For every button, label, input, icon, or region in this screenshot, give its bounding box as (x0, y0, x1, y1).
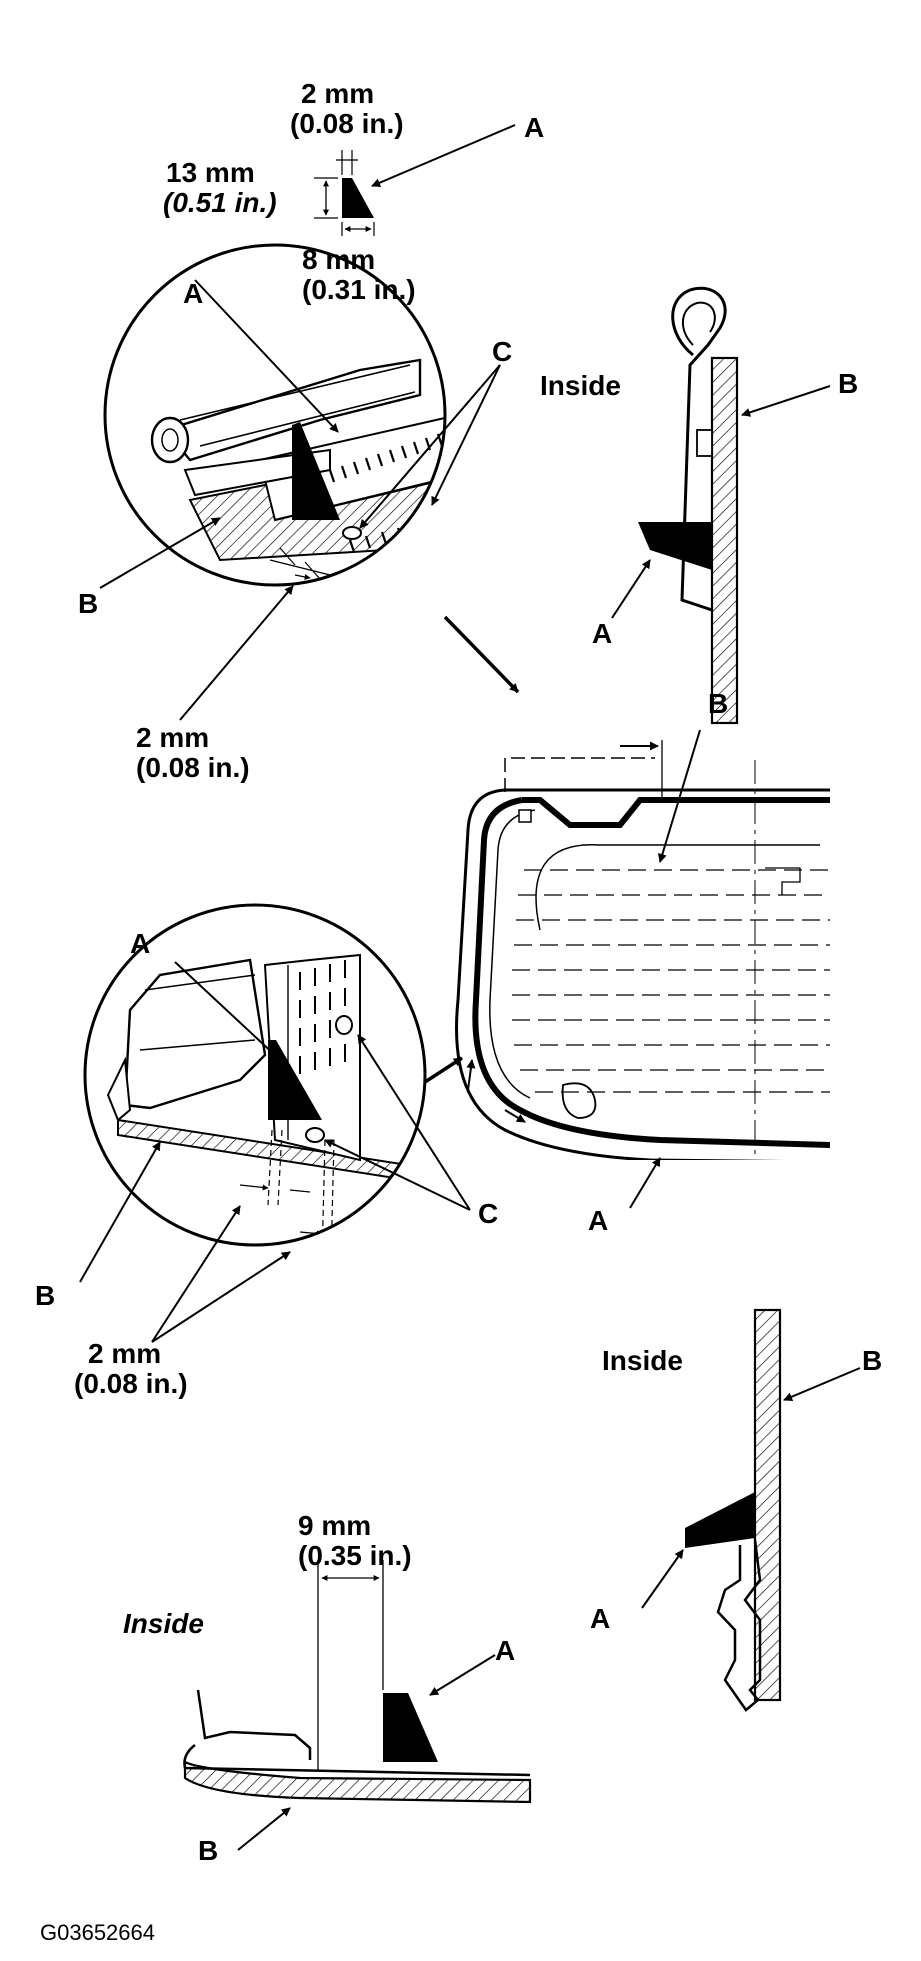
bottom-callout-b: B (198, 1835, 219, 1866)
base-width-inch-label: (0.31 in.) (302, 274, 416, 305)
glass-callout-a: A (588, 1205, 609, 1236)
lower-right-section (641, 1308, 861, 1712)
lower-right-inside-label: Inside (602, 1345, 683, 1376)
figure-code: G03652664 (40, 1920, 155, 1945)
bottom-callout-a: A (495, 1635, 516, 1666)
glass-callouts (466, 729, 701, 1209)
bead-profile (314, 124, 516, 236)
lower-gap-inch-label: (0.08 in.) (74, 1368, 188, 1399)
upper-detail-callout-c: C (492, 336, 513, 367)
upper-section-callout-b: B (838, 368, 859, 399)
upper-detail-circle (99, 243, 520, 721)
lower-gap-label: 2 mm (88, 1338, 162, 1369)
base-width-label: 8 mm (302, 244, 376, 275)
top-width-label: 2 mm (301, 78, 375, 109)
height-inch-label: (0.51 in.) (163, 187, 277, 218)
lower-detail-circle (79, 903, 471, 1343)
upper-section (611, 286, 831, 725)
profile-callout-a: A (524, 112, 545, 143)
lower-detail-callout-a: A (130, 928, 151, 959)
upper-section-callout-a: A (592, 618, 613, 649)
upper-gap-inch-label: (0.08 in.) (136, 752, 250, 783)
upper-section-inside-label: Inside (540, 370, 621, 401)
upper-detail-callout-b: B (78, 588, 99, 619)
bottom-section (183, 1560, 532, 1851)
lower-detail-callout-c: C (478, 1198, 499, 1229)
glass-callout-b: B (708, 688, 729, 719)
bottom-offset-inch-label: (0.35 in.) (298, 1540, 412, 1571)
lower-right-callout-a: A (590, 1603, 611, 1634)
top-width-inch-label: (0.08 in.) (290, 108, 404, 139)
rear-glass (455, 760, 830, 1160)
height-label: 13 mm (166, 157, 255, 188)
bottom-offset-label: 9 mm (298, 1510, 372, 1541)
upper-detail-callout-a: A (183, 278, 204, 309)
lower-right-callout-b: B (862, 1345, 883, 1376)
lower-detail-callout-b: B (35, 1280, 56, 1311)
bottom-inside-label: Inside (123, 1608, 204, 1639)
upper-gap-label: 2 mm (136, 722, 210, 753)
